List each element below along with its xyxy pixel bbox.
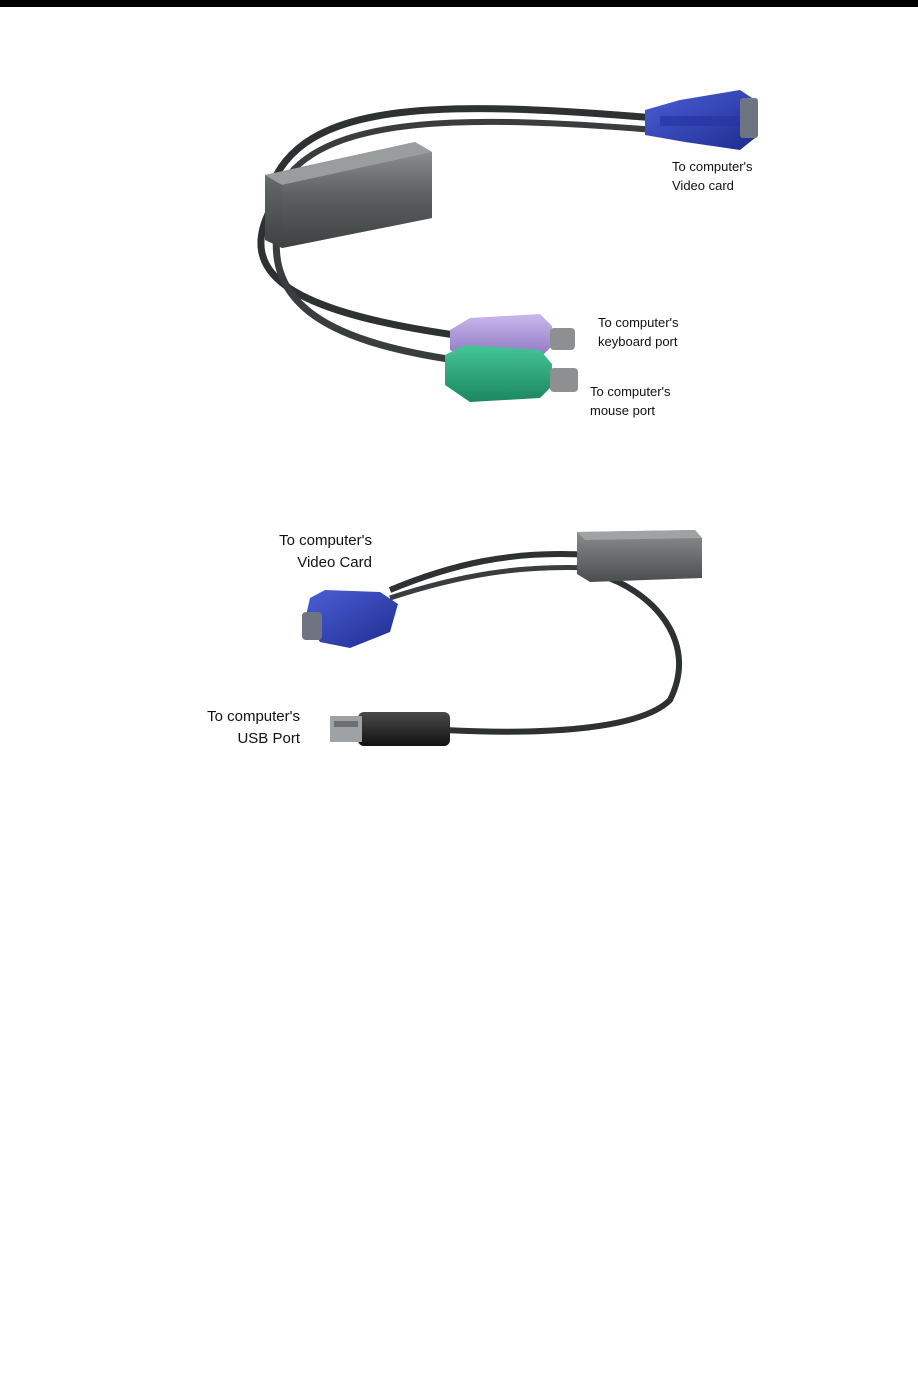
mouse-ps2-connector-icon	[445, 345, 578, 402]
usb-port-label: To computer's USB Port	[207, 708, 300, 747]
usb-cable-photo	[302, 530, 702, 746]
usb-connector-icon	[330, 712, 450, 746]
page-top-rule	[0, 0, 918, 7]
ps2-keyboard-label: To computer's keyboard port	[598, 315, 679, 349]
usb-video-label: To computer's Video Card	[279, 532, 372, 571]
ps2-mouse-label: To computer's mouse port	[590, 384, 671, 418]
vga-connector-icon	[645, 90, 758, 150]
usb-adapter-module	[577, 530, 702, 582]
usb-cable-figure	[290, 520, 720, 770]
ps2-cable-figure	[240, 80, 780, 440]
adapter-module	[265, 142, 432, 248]
usb-vga-connector-icon	[302, 590, 398, 648]
ps2-cable-photo	[257, 90, 758, 402]
ps2-video-label: To computer's Video card	[672, 159, 753, 193]
